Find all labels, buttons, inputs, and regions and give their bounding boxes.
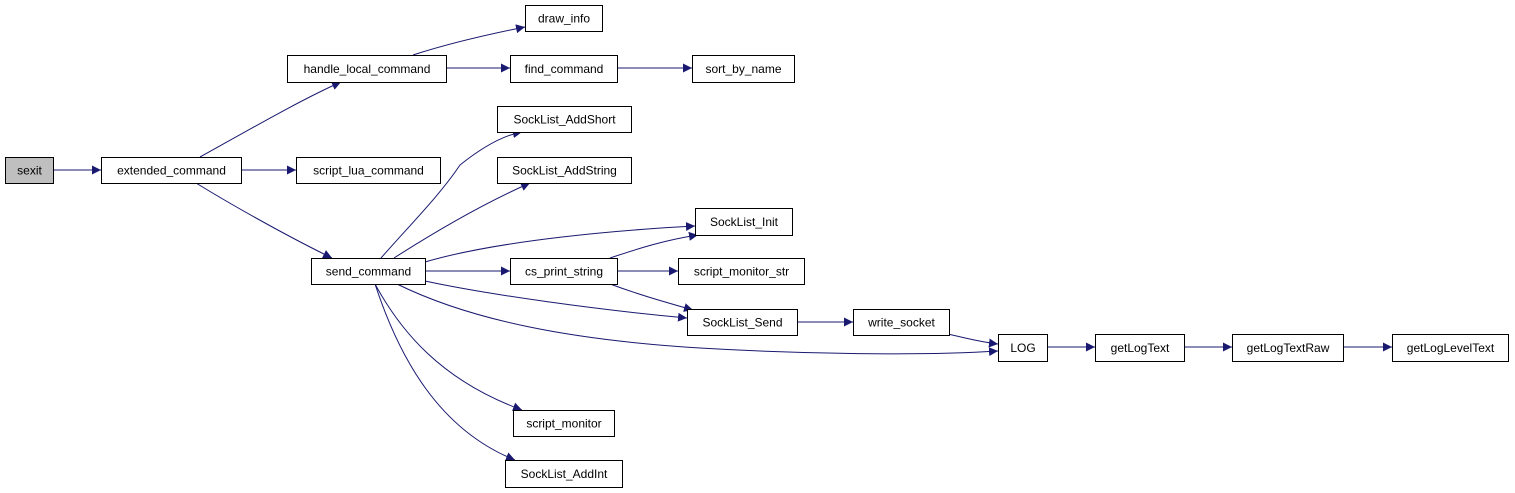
- node-label: SockList_AddShort: [513, 113, 616, 127]
- node-label: script_lua_command: [313, 164, 424, 178]
- edge-send_command-to-SockList_Send: [424, 280, 688, 322]
- node-getLogText[interactable]: getLogText: [1095, 334, 1185, 362]
- edge-send_command-to-SockList_AddInt: [374, 283, 516, 461]
- node-send_command[interactable]: send_command: [311, 258, 426, 285]
- node-cs_print_string[interactable]: cs_print_string: [510, 258, 618, 285]
- node-label: extended_command: [117, 164, 226, 178]
- node-box: [692, 55, 795, 83]
- node-label: cs_print_string: [525, 265, 603, 279]
- node-extended_command[interactable]: extended_command: [101, 157, 242, 184]
- node-box: [505, 460, 623, 488]
- node-label: write_socket: [867, 316, 935, 330]
- node-SockList_AddShort[interactable]: SockList_AddShort: [497, 106, 632, 133]
- edge-cs_print_string-to-SockList_Init: [609, 231, 699, 259]
- node-box: [513, 410, 615, 437]
- node-box: [695, 208, 793, 236]
- node-sort_by_name[interactable]: sort_by_name: [692, 55, 795, 83]
- node-label: getLogText: [1111, 341, 1170, 355]
- node-LOG[interactable]: LOG: [998, 334, 1048, 362]
- node-SockList_Init[interactable]: SockList_Init: [695, 208, 793, 236]
- node-label: script_monitor_str: [694, 265, 789, 279]
- node-script_monitor_str[interactable]: script_monitor_str: [678, 258, 805, 285]
- node-box: [510, 55, 618, 83]
- node-box: [497, 157, 632, 184]
- edge-send_command-to-LOG: [396, 283, 999, 357]
- node-label: getLogTextRaw: [1247, 341, 1330, 355]
- edge-send_command-to-SockList_AddShort: [380, 129, 523, 259]
- node-label: handle_local_command: [304, 62, 431, 76]
- edge-handle_local_command-to-draw_info: [412, 24, 526, 56]
- edge-send_command-to-script_monitor: [374, 283, 523, 412]
- node-write_socket[interactable]: write_socket: [853, 309, 950, 336]
- edge-extended_command-to-send_command: [195, 182, 333, 259]
- node-box: [525, 5, 603, 32]
- node-label: SockList_AddInt: [521, 467, 608, 481]
- node-SockList_AddString[interactable]: SockList_AddString: [497, 157, 632, 184]
- node-getLogLevelText[interactable]: getLogLevelText: [1392, 334, 1509, 362]
- node-box: [998, 334, 1048, 362]
- node-box: [853, 309, 950, 336]
- node-box: [1232, 334, 1344, 362]
- edge-extended_command-to-handle_local_command: [199, 81, 342, 158]
- node-sexit[interactable]: sexit: [5, 157, 54, 184]
- edge-send_command-to-SockList_AddString: [393, 182, 531, 259]
- node-getLogTextRaw[interactable]: getLogTextRaw: [1232, 334, 1344, 362]
- nodes-layer: sexit extended_command handle_local_comman…: [5, 5, 1509, 488]
- node-label: script_monitor: [526, 417, 601, 431]
- node-label: getLogLevelText: [1407, 341, 1495, 355]
- node-label: SockList_Init: [710, 215, 779, 229]
- node-label: find_command: [525, 62, 604, 76]
- node-box: [497, 106, 632, 133]
- node-SockList_AddInt[interactable]: SockList_AddInt: [505, 460, 623, 488]
- node-box: [101, 157, 242, 184]
- node-SockList_Send[interactable]: SockList_Send: [687, 309, 798, 336]
- node-box: [510, 258, 618, 285]
- node-box: [287, 55, 447, 83]
- node-label: LOG: [1010, 341, 1035, 355]
- node-box: [678, 258, 805, 285]
- edge-send_command-to-SockList_Init: [424, 221, 696, 263]
- node-box: [687, 309, 798, 336]
- node-label: SockList_Send: [702, 316, 782, 330]
- node-handle_local_command[interactable]: handle_local_command: [287, 55, 447, 83]
- node-label: sort_by_name: [705, 62, 781, 76]
- node-label: sexit: [17, 164, 42, 178]
- node-box: [1095, 334, 1185, 362]
- node-box: [311, 258, 426, 285]
- node-label: send_command: [326, 265, 411, 279]
- node-find_command[interactable]: find_command: [510, 55, 618, 83]
- edge-write_socket-to-LOG: [947, 333, 999, 348]
- edges-layer: [53, 24, 1392, 461]
- node-box: [5, 157, 54, 184]
- node-draw_info[interactable]: draw_info: [525, 5, 603, 32]
- node-box: [1392, 334, 1509, 362]
- node-label: SockList_AddString: [512, 164, 617, 178]
- node-box: [296, 157, 441, 184]
- edge-cs_print_string-to-SockList_Send: [609, 283, 694, 312]
- node-script_lua_command[interactable]: script_lua_command: [296, 157, 441, 184]
- node-label: draw_info: [538, 12, 590, 26]
- node-script_monitor[interactable]: script_monitor: [513, 410, 615, 437]
